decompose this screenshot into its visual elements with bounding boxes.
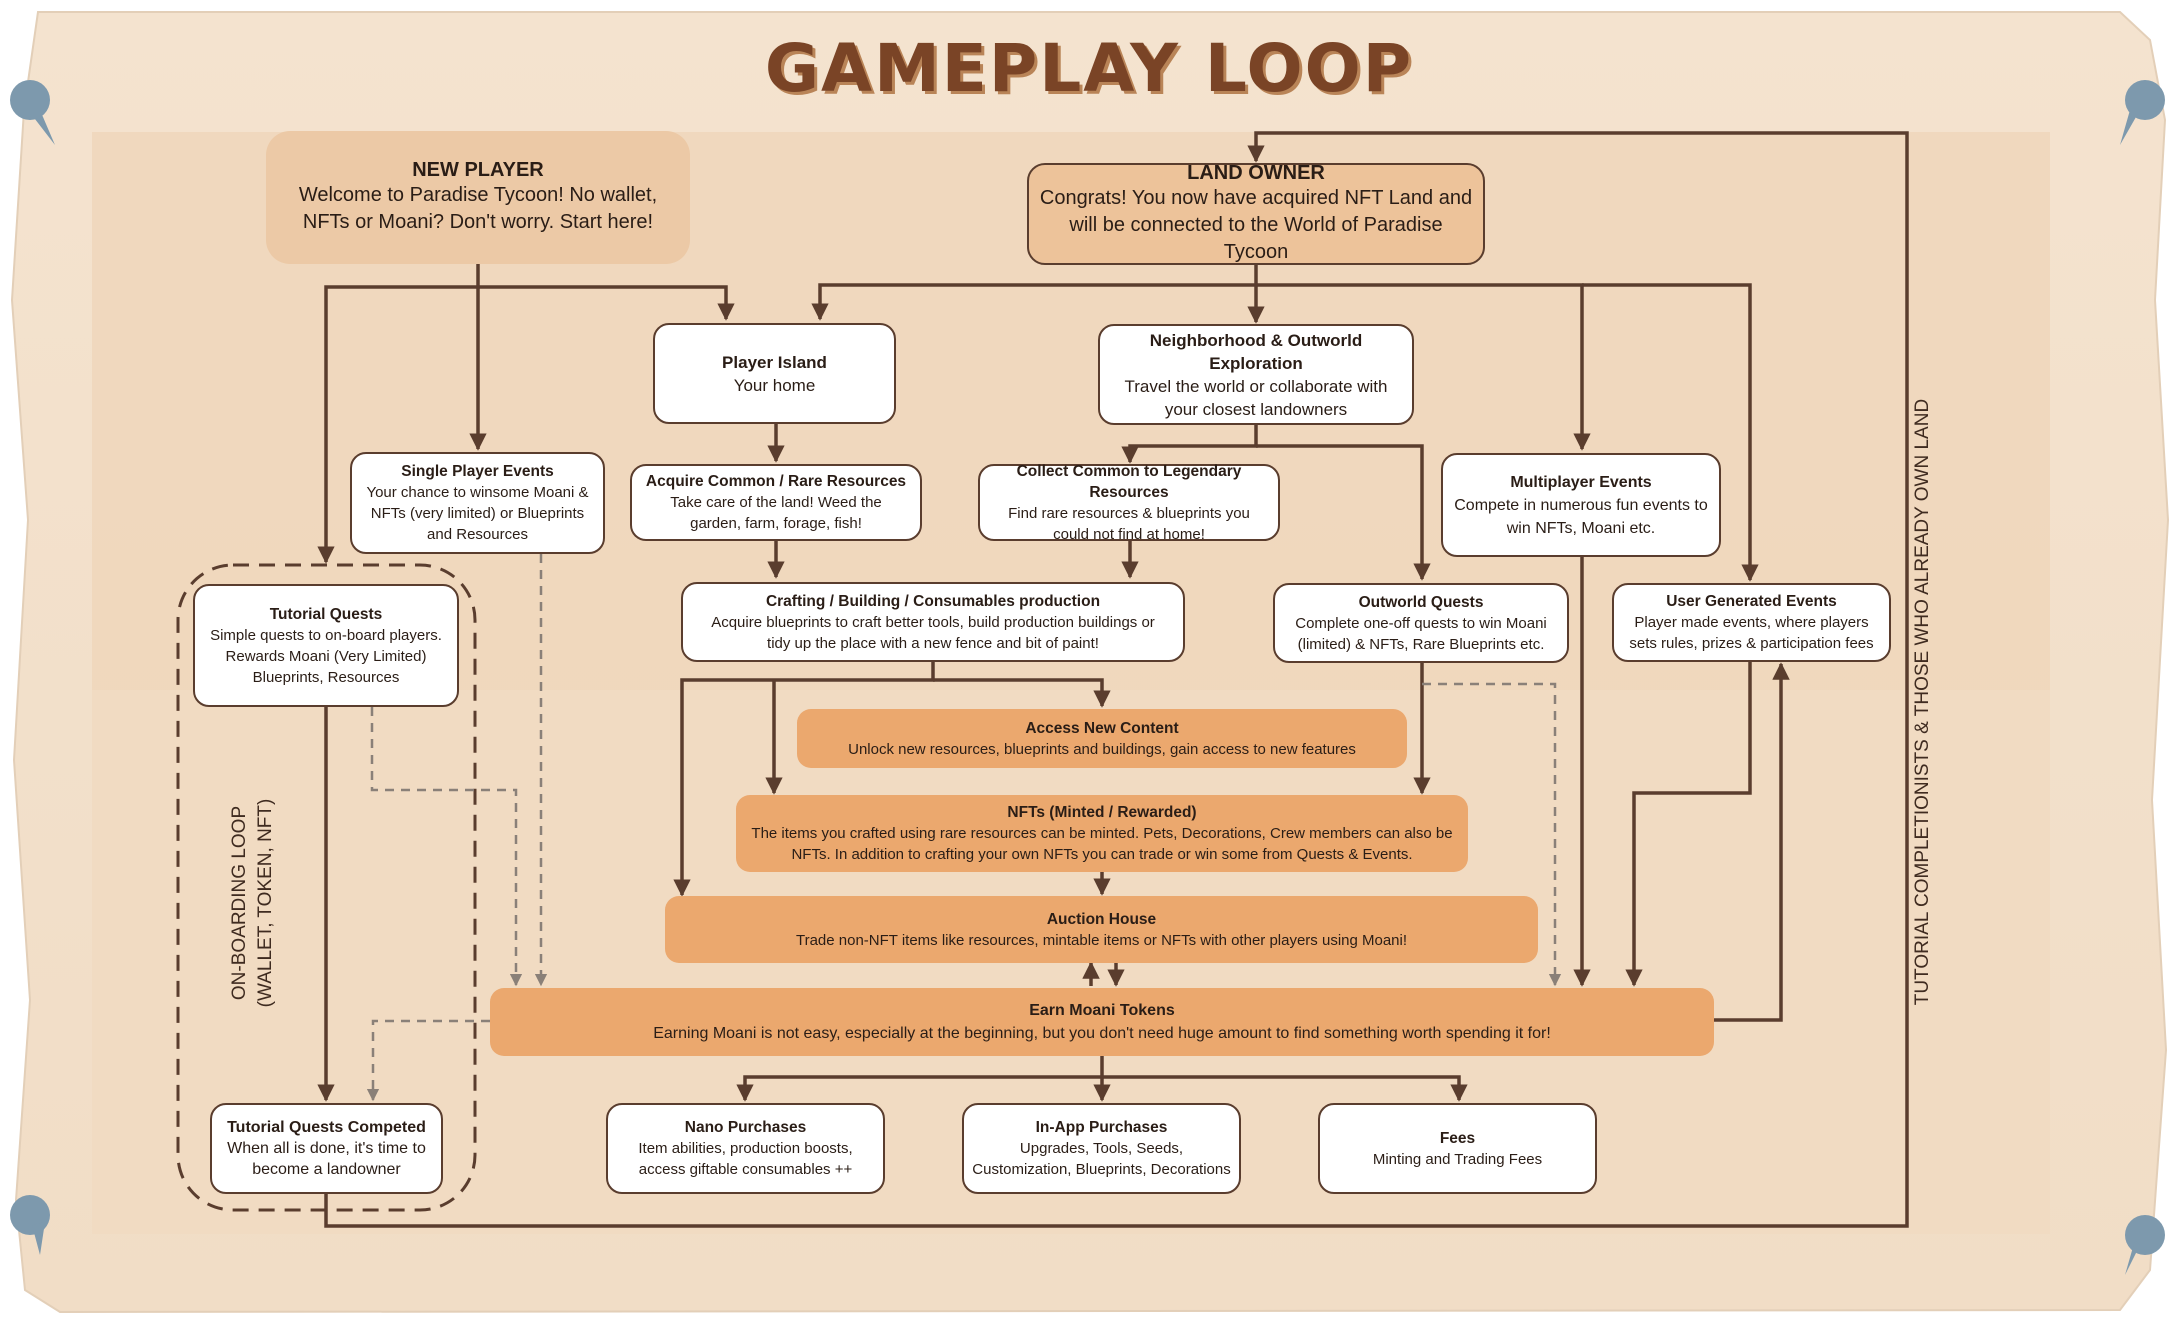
pin-top-right [2120,80,2165,145]
node-desc: Player made events, where players sets r… [1629,614,1874,652]
node-desc: Your home [733,375,816,395]
node-user-generated-events: User Generated Events Player made events… [1612,583,1891,662]
node-land-owner: LAND OWNER Congrats! You now have acquir… [1027,162,1485,265]
node-multiplayer-events: Multiplayer Events Compete in numerous f… [1441,453,1721,557]
node-title: Earn Moani Tokens [1029,1002,1175,1019]
node-player-island: Player Island Your home [653,323,896,424]
node-desc: Find rare resources & blueprints you cou… [1008,504,1250,543]
node-desc: Your chance to winsome Moani & NFTs (ver… [366,484,589,543]
node-desc: Acquire blueprints to craft better tools… [711,613,1155,652]
node-title: Auction House [1046,910,1157,928]
node-acquire-resources: Acquire Common / Rare Resources Take car… [630,464,922,541]
node-title: Collect Common to Legendary Resources [1016,462,1242,501]
node-in-app-purchases: In-App Purchases Upgrades, Tools, Seeds,… [962,1103,1241,1194]
node-earn-moani: Earn Moani Tokens Earning Moani is not e… [490,988,1714,1056]
node-desc: The items you crafted using rare resourc… [751,825,1453,863]
node-title: Multiplayer Events [1510,473,1652,491]
node-title: Acquire Common / Rare Resources [645,473,907,490]
node-title: NEW PLAYER [412,159,544,181]
right-label-text: TUTORIAL COMPLETIONISTS & THOSE WHO ALRE… [1912,398,1933,1006]
node-desc: Trade non-NFT items like resources, mint… [795,931,1408,949]
node-new-player: NEW PLAYER Welcome to Paradise Tycoon! N… [266,131,690,264]
node-access-new-content: Access New Content Unlock new resources,… [797,709,1407,768]
node-neighborhood-exploration: Neighborhood & Outworld Exploration Trav… [1098,324,1414,425]
node-desc: Upgrades, Tools, Seeds, Customization, B… [972,1140,1231,1178]
node-title: Tutorial Quests Competed [227,1119,426,1136]
node-desc: Earning Moani is not easy, especially at… [653,1025,1551,1042]
node-title: Tutorial Quests [269,605,383,623]
node-desc: Complete one-off quests to win Moani (li… [1295,614,1547,653]
pin-bottom-right [2125,1215,2165,1275]
edge-newplayer-split [317,264,480,564]
node-tutorial-completed: Tutorial Quests Competed When all is don… [210,1103,443,1194]
node-title: Player Island [722,352,827,372]
node-fees: Fees Minting and Trading Fees [1318,1103,1597,1194]
node-crafting: Crafting / Building / Consumables produc… [681,582,1185,662]
onboarding-label-line2: (WALLET, TOKEN, NFT) [255,798,276,1008]
node-tutorial-quests: Tutorial Quests Simple quests to on-boar… [193,584,459,707]
node-single-player-events: Single Player Events Your chance to wins… [350,452,605,554]
node-outworld-quests: Outworld Quests Complete one-off quests … [1273,583,1569,663]
node-nfts: NFTs (Minted / Rewarded) The items you c… [736,795,1468,872]
onboarding-label-line1: ON-BOARDING LOOP [229,805,250,1001]
node-desc: Travel the world or collaborate with you… [1124,376,1388,419]
node-title: Outworld Quests [1358,593,1484,611]
dashed-edge-outworld-to-earn [1422,682,1562,987]
loop-return-line [324,131,1909,1228]
page-title: GAMEPLAY LOOP [764,30,1414,107]
pin-top-left [10,80,55,145]
node-title: LAND OWNER [1187,162,1325,184]
node-desc: Simple quests to on-board players. Rewar… [210,626,442,686]
node-desc: Congrats! You now have acquired NFT Land… [1039,187,1473,263]
edge-crafting-outputs [673,662,935,897]
pin-bottom-left [10,1195,50,1255]
dashed-edge-tutorial-to-earn [370,707,523,987]
node-desc: Take care of the land! Weed the garden, … [670,494,882,532]
onboarding-loop-label: ON-BOARDING LOOP (WALLET, TOKEN, NFT) [227,738,283,1068]
node-desc: When all is done, it's time to become a … [227,1140,426,1178]
node-title: Nano Purchases [684,1119,807,1136]
dashed-edge-earn-to-tutorial-completed [366,1019,490,1102]
node-collect-resources: Collect Common to Legendary Resources Fi… [978,462,1280,543]
edge-landowner-split [811,264,1258,321]
node-title: Crafting / Building / Consumables produc… [765,592,1101,610]
node-title: In-App Purchases [1035,1119,1168,1136]
node-title: User Generated Events [1666,593,1837,610]
node-auction-house: Auction House Trade non-NFT items like r… [665,896,1538,963]
node-desc: Compete in numerous fun events to win NF… [1454,496,1708,537]
node-desc: Welcome to Paradise Tycoon! No wallet, N… [298,184,658,233]
node-desc: Item abilities, production boosts, acces… [638,1140,853,1178]
node-title: Single Player Events [401,463,554,480]
node-desc: Unlock new resources, blueprints and bui… [848,740,1356,758]
right-vertical-label: TUTORIAL COMPLETIONISTS & THOSE WHO ALRE… [1910,282,1940,1122]
node-title: NFTs (Minted / Rewarded) [1007,804,1197,821]
node-title: Fees [1439,1129,1476,1147]
edge-earn-purchases [736,1056,1104,1102]
node-desc: Minting and Trading Fees [1372,1150,1543,1168]
node-title: Neighborhood & Outworld Exploration [1149,330,1363,373]
node-nano-purchases: Nano Purchases Item abilities, productio… [606,1103,885,1194]
node-title: Access New Content [1025,719,1179,737]
